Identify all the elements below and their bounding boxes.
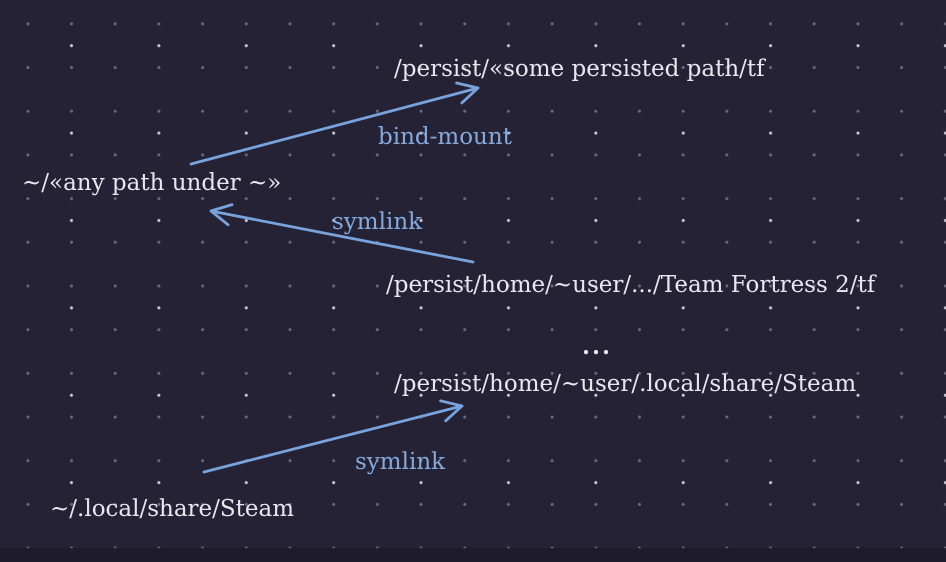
- path-node-any-path-under-home: ~/«any path under ~»: [22, 170, 282, 196]
- path-node-persist-steam: /persist/home/~user/.local/share/Steam: [394, 371, 857, 397]
- path-node-persist-some-path: /persist/«some persisted path/tf: [394, 56, 765, 82]
- bind-mount-label: bind-mount: [378, 124, 512, 150]
- symlink-label-lower: symlink: [355, 449, 446, 475]
- path-node-persist-team-fortress: /persist/home/~user/.../Team Fortress 2/…: [386, 272, 876, 298]
- symlink-label-upper: symlink: [332, 209, 423, 235]
- path-node-home-steam: ~/.local/share/Steam: [50, 496, 295, 522]
- bottom-edge-shade: [0, 548, 946, 562]
- ellipsis-more-paths: ...: [582, 333, 613, 360]
